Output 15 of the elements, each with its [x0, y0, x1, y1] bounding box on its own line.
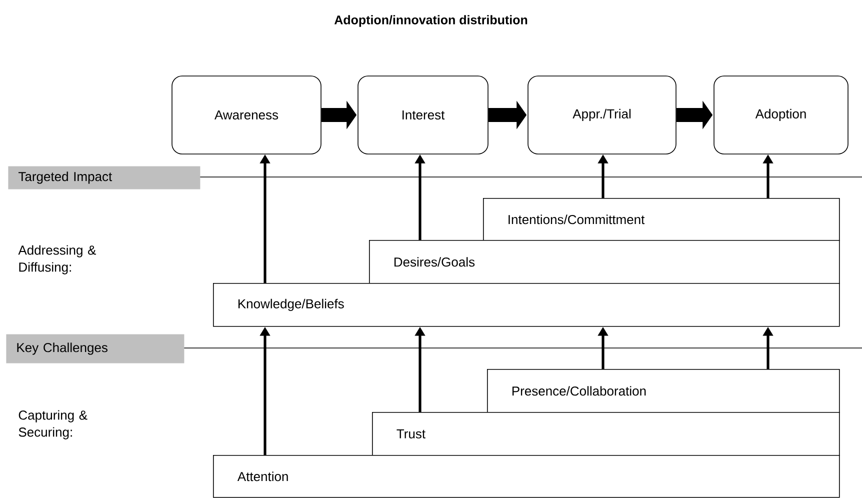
title: Adoption/innovation distribution [334, 15, 528, 27]
layer-bar: Attention [213, 455, 840, 498]
layer-bar: Knowledge/Beliefs [213, 283, 840, 327]
layer-bar: Desires/Goals [369, 240, 840, 284]
stage-box: Interest [358, 76, 488, 154]
layer-bar: Intentions/Committment [483, 198, 840, 241]
side-label: Addressing & Diffusing: [18, 245, 96, 274]
stage-box: Awareness [172, 76, 322, 154]
stage-box: Adoption [714, 76, 848, 154]
layer-bar: Trust [372, 412, 840, 456]
layer-bar: Presence/Collaboration [487, 369, 840, 413]
section-band: Targeted Impact [8, 166, 200, 190]
side-label: Capturing & Securing: [18, 410, 88, 440]
stage-box: Appr./Trial [528, 76, 676, 154]
section-band: Key Challenges [6, 334, 184, 364]
